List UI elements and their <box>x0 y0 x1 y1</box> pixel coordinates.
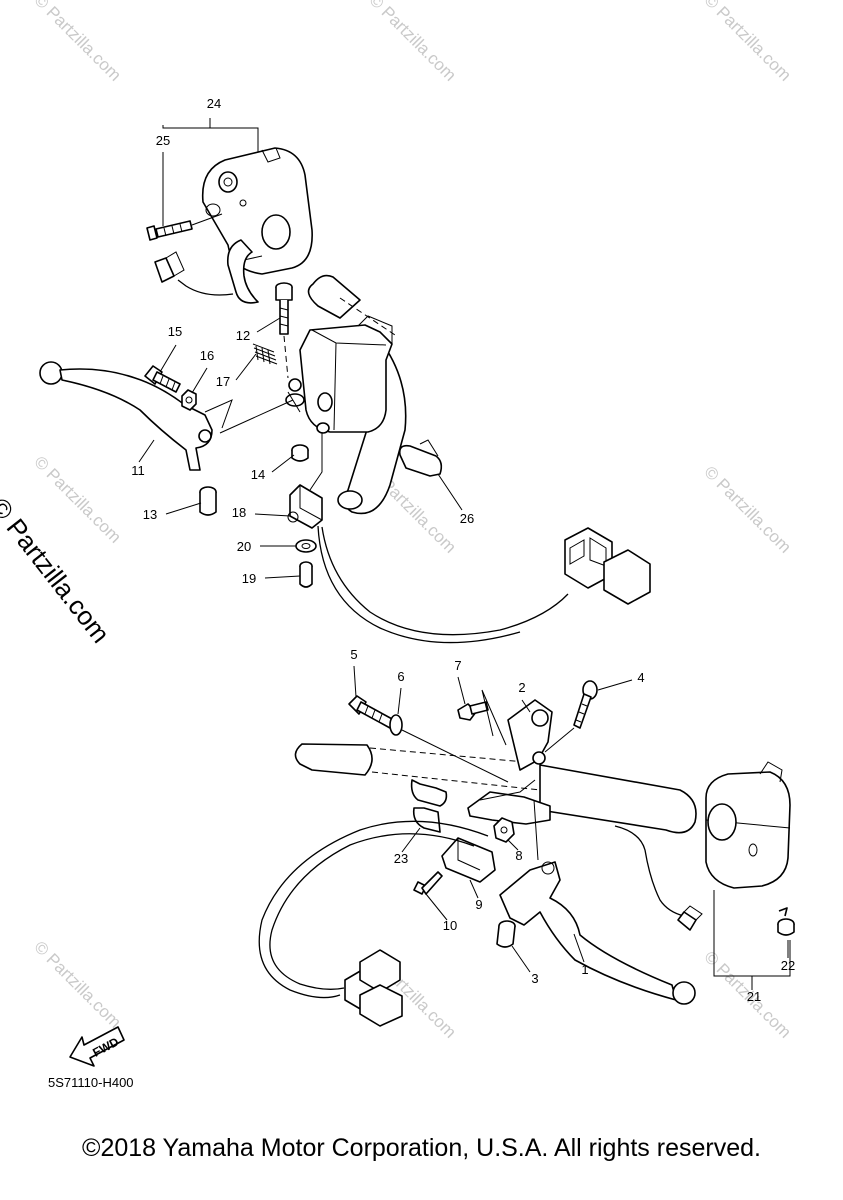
nut-16 <box>181 389 197 411</box>
collar-3 <box>496 920 516 948</box>
bracket-2 <box>467 699 553 825</box>
collar-13 <box>199 486 217 516</box>
callout-3: 3 <box>531 971 538 986</box>
callout-24: 24 <box>207 96 221 111</box>
callout-labels: 1234567891011121314151617181920212223242… <box>131 96 795 1004</box>
lower-switch-wire <box>614 825 703 931</box>
callout-14: 14 <box>251 467 265 482</box>
brake-switch-18 <box>287 484 323 529</box>
master-cylinder <box>285 315 393 434</box>
callout-12: 12 <box>236 328 250 343</box>
washer-14 <box>291 444 309 462</box>
lower-handlebar <box>294 743 697 834</box>
screw-25 <box>146 213 223 241</box>
upper-switch-housing <box>201 147 313 275</box>
callout-8: 8 <box>515 848 522 863</box>
clutch-lever-1 <box>499 861 696 1005</box>
brake-lever-11 <box>39 361 233 471</box>
callout-2: 2 <box>518 680 525 695</box>
callout-13: 13 <box>143 507 157 522</box>
callout-11: 11 <box>131 463 145 478</box>
screw-19 <box>299 561 313 588</box>
callout-23: 23 <box>394 851 408 866</box>
clamp-23 <box>410 779 448 833</box>
callout-1: 1 <box>581 962 588 977</box>
callout-5: 5 <box>350 647 357 662</box>
clutch-switch-9 <box>441 837 496 883</box>
washer-20 <box>295 539 317 553</box>
bolt-4 <box>573 680 598 729</box>
callout-26: 26 <box>460 511 474 526</box>
lower-switch-housing <box>705 761 791 889</box>
lower-harness <box>258 820 489 1027</box>
screw-22 <box>777 907 795 936</box>
upper-harness <box>317 525 651 644</box>
leader-lines <box>138 118 791 990</box>
callout-15: 15 <box>168 324 182 339</box>
bolt-5 <box>348 695 395 729</box>
washer-6 <box>389 714 403 736</box>
callout-16: 16 <box>200 348 214 363</box>
catalog-code: 5S71110-H400 <box>48 1075 134 1090</box>
bolt-15 <box>144 365 181 393</box>
clamp-26 <box>398 439 443 477</box>
callout-9: 9 <box>475 897 482 912</box>
callout-19: 19 <box>242 571 256 586</box>
upper-switch-wire <box>154 239 259 304</box>
callout-10: 10 <box>443 918 457 933</box>
nut-8 <box>493 817 515 843</box>
callout-4: 4 <box>637 670 644 685</box>
callout-6: 6 <box>397 669 404 684</box>
spring-17 <box>252 343 278 365</box>
copyright-notice: ©2018 Yamaha Motor Corporation, U.S.A. A… <box>82 1134 761 1162</box>
screw-10 <box>413 871 443 895</box>
callout-18: 18 <box>232 505 246 520</box>
bolt-12 <box>275 282 293 379</box>
fwd-arrow: FWD <box>69 1026 125 1067</box>
callout-20: 20 <box>237 539 251 554</box>
callout-25: 25 <box>156 133 170 148</box>
callout-17: 17 <box>216 374 230 389</box>
callout-7: 7 <box>454 658 461 673</box>
callout-22: 22 <box>781 958 795 973</box>
bolt-7 <box>457 689 507 746</box>
callout-21: 21 <box>747 989 761 1004</box>
